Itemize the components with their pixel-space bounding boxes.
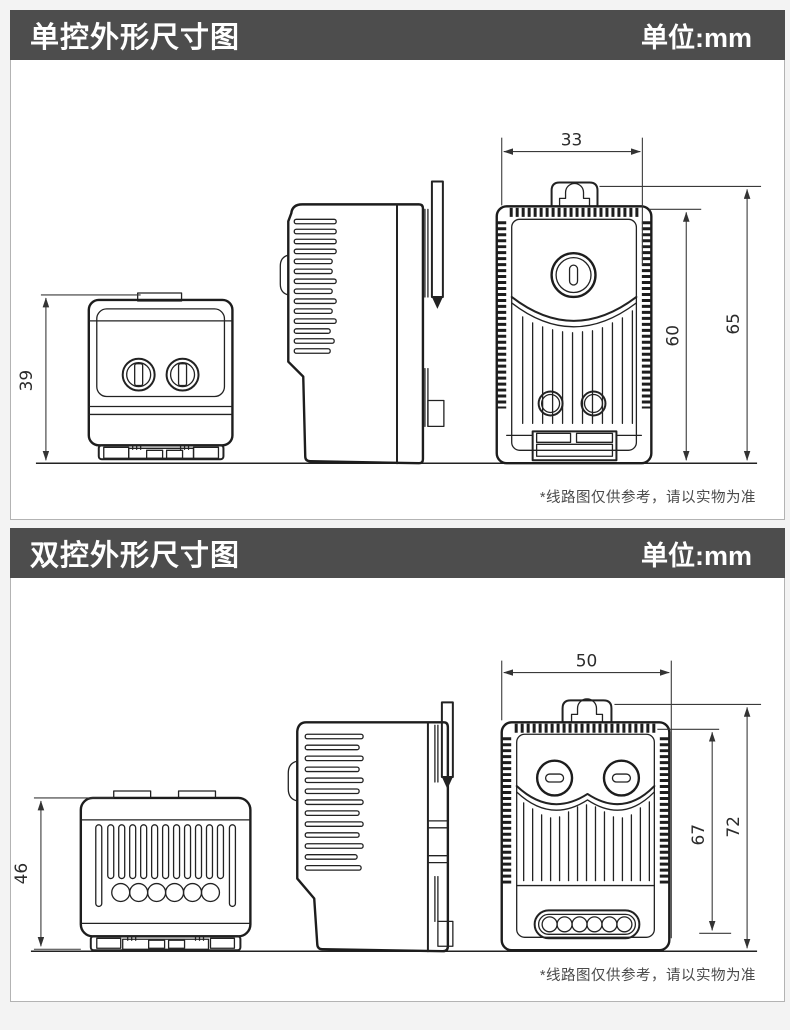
drawing-panel-dual: 46 — [10, 578, 785, 1002]
dimension-drawing-dual: 46 — [11, 651, 762, 953]
dim-width-single: 33 — [501, 130, 643, 266]
front-view-dual — [500, 698, 671, 952]
top-view-dual — [79, 790, 252, 952]
unit-label-dual: 单位:mm — [640, 540, 752, 571]
dim-width-dual: 50 — [501, 651, 672, 939]
section-dual-control: 双控外形尺寸图 单位:mm — [10, 528, 785, 1002]
section-header-dual: 双控外形尺寸图 单位:mm — [10, 528, 785, 578]
dim-depth-single: 39 — [16, 294, 141, 461]
dim-depth-label-single: 39 — [16, 370, 36, 392]
unit-label-single: 单位:mm — [640, 22, 752, 53]
dim-depth-dual: 46 — [11, 797, 114, 950]
side-view-dual — [287, 701, 454, 953]
dimension-drawing-single: 39 — [16, 130, 762, 465]
dim-body-height-dual: 67 — [657, 728, 732, 934]
section-title-dual: 双控外形尺寸图 — [30, 540, 241, 572]
reference-note-dual: *线路图仅供参考，请以实物为准 — [539, 968, 756, 984]
dim-total-height-dual: 72 — [614, 703, 762, 949]
side-view-single — [279, 180, 445, 465]
dim-total-height-label-dual: 72 — [723, 816, 743, 838]
drawing-panel-single: 39 — [10, 60, 785, 520]
dim-body-height-label-dual: 67 — [688, 824, 708, 846]
dim-body-height-label-single: 60 — [662, 325, 682, 347]
dim-total-height-single: 65 — [599, 185, 762, 461]
product-dimension-sheet: 单控外形尺寸图 单位:mm — [10, 10, 785, 1002]
dim-width-label-single: 33 — [561, 130, 583, 150]
front-view-single — [495, 181, 653, 465]
dim-total-height-label-single: 65 — [723, 313, 743, 335]
section-gap — [10, 520, 785, 528]
section-single-control: 单控外形尺寸图 单位:mm — [10, 10, 785, 520]
dim-width-label-dual: 50 — [576, 651, 598, 671]
top-view-single — [87, 292, 234, 461]
dim-depth-label-dual: 46 — [11, 863, 31, 885]
dim-body-height-single: 60 — [649, 208, 702, 461]
section-header-single: 单控外形尺寸图 单位:mm — [10, 10, 785, 60]
section-title-single: 单控外形尺寸图 — [30, 22, 241, 54]
reference-note-single: *线路图仅供参考，请以实物为准 — [539, 490, 756, 506]
